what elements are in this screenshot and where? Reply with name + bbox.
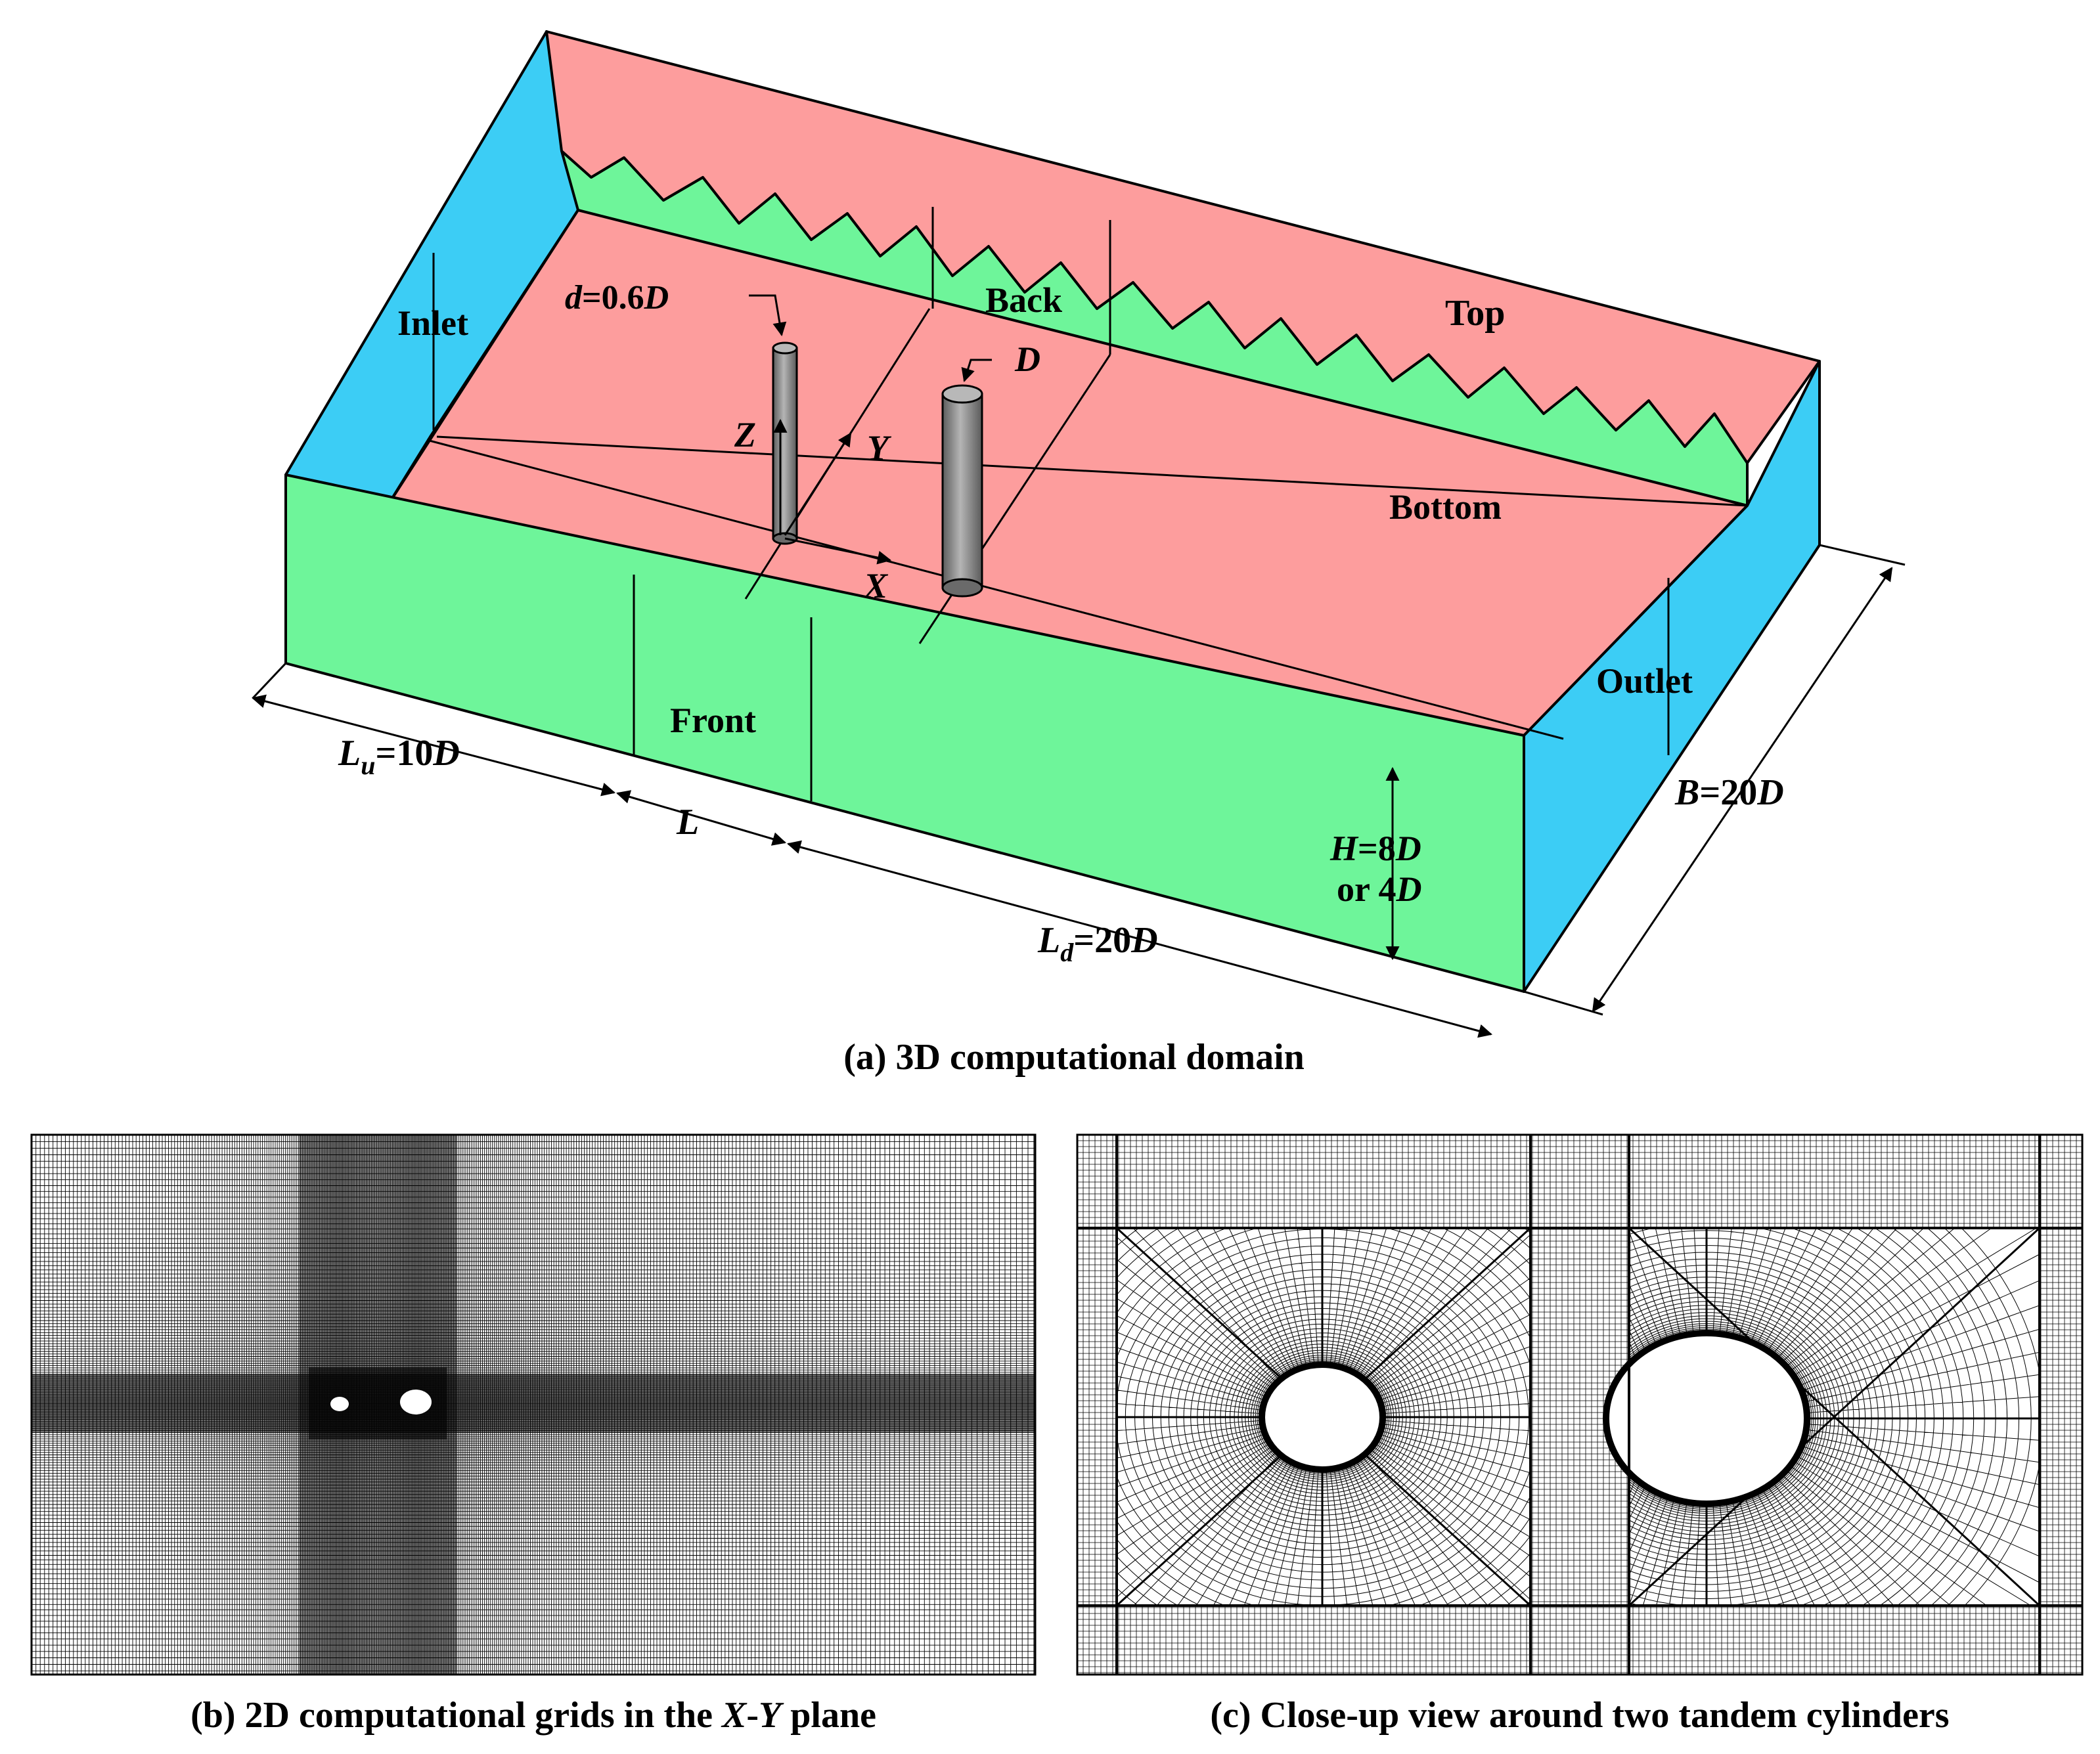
caption-c: (c) Close-up view around two tandem cyli… — [1210, 1695, 1949, 1736]
axis-z-label: Z — [734, 415, 756, 454]
top-label: Top — [1445, 293, 1505, 334]
cylinder-cross-section — [1603, 1330, 1810, 1507]
closeup-panel: (c) Close-up view around two tandem cyli… — [1076, 1133, 2084, 1736]
small-cylinder — [772, 341, 798, 545]
front-label: Front — [670, 701, 756, 740]
large-cylinder — [941, 384, 983, 598]
dim-lu-label: Lu=10D — [338, 733, 460, 780]
caption-a: (a) 3D computational domain — [843, 1037, 1305, 1078]
large-cylinder-hole — [400, 1390, 432, 1414]
block-lines — [426, 207, 1748, 801]
bottom-label: Bottom — [1389, 487, 1502, 527]
coordinate-axes — [773, 418, 892, 565]
dense-band-horizontal — [32, 1374, 1035, 1433]
closeup-grid-lines — [1077, 1134, 2083, 1675]
grid-2d-panel: (b) 2D computational grids in the X-Y pl… — [30, 1133, 1037, 1736]
small-cylinder-label: d=0.6D — [565, 279, 669, 317]
dim-ld-label: Ld=20D — [1037, 920, 1158, 967]
cylinder-cross-section — [1259, 1361, 1386, 1473]
domain-3d-panel: Inlet Back Top Bottom Front Outlet d=0.6… — [251, 30, 1906, 1078]
dim-h-alt-label: or 4D — [1337, 869, 1422, 909]
axis-y-label: Y — [867, 428, 892, 468]
large-cylinder-label: D — [1014, 340, 1040, 379]
dimension-lines — [251, 294, 1906, 1038]
caption-b: (b) 2D computational grids in the X-Y pl… — [190, 1695, 876, 1736]
outlet-label: Outlet — [1596, 661, 1693, 701]
small-cylinder-hole — [330, 1397, 349, 1411]
axis-x-label: X — [862, 566, 889, 605]
back-label: Back — [985, 280, 1062, 320]
dim-h-label: H=8D — [1329, 829, 1421, 868]
global-block-lines — [1077, 1135, 2082, 1675]
inlet-label: Inlet — [397, 303, 468, 343]
block-boundaries — [1629, 1228, 2040, 1606]
top-face — [545, 30, 1821, 464]
dim-l-label: L — [676, 802, 699, 843]
dim-b-label: B=20D — [1674, 772, 1784, 813]
